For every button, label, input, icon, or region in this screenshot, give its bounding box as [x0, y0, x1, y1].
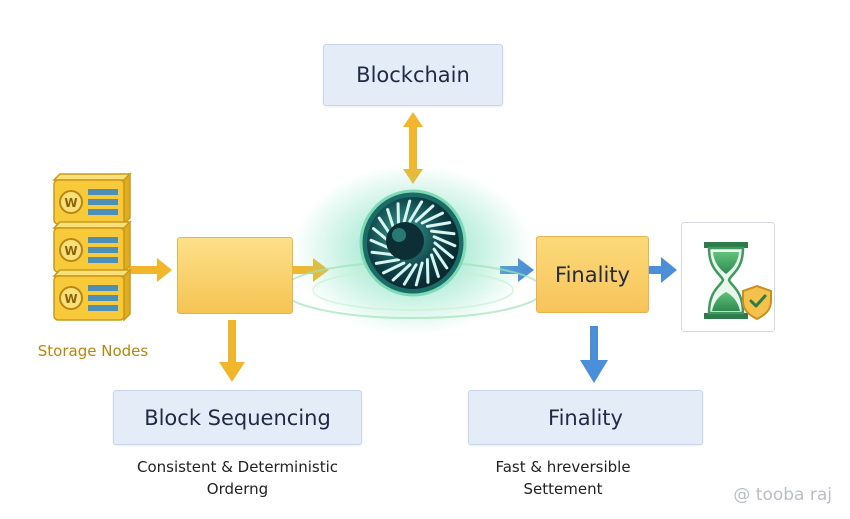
core-spoke	[414, 261, 424, 287]
watermark: @ tooba raj	[733, 485, 832, 505]
svg-text:W: W	[64, 244, 77, 258]
finality-panel-box: Finality	[468, 390, 703, 445]
core-spoke	[425, 258, 430, 284]
core-spoke	[370, 250, 396, 257]
hourglass-shield-icon	[704, 242, 772, 321]
core-spoke	[374, 258, 401, 265]
block-sequencing-box: Block Sequencing	[113, 390, 362, 445]
core-spoke	[430, 229, 456, 236]
server-unit: W	[52, 220, 132, 274]
block-sequencing-title: Block Sequencing	[144, 405, 331, 430]
finality-panel-line2: Settement	[523, 480, 603, 498]
core-spoke	[420, 211, 444, 225]
core-spoke	[391, 263, 412, 282]
hourglass-card	[681, 222, 775, 332]
arrow-storage-to-cubes	[129, 258, 172, 282]
block-sequencing-line2: Orderng	[206, 480, 269, 498]
core-spoke	[396, 202, 401, 228]
core-spoke	[414, 204, 435, 223]
core-spoke	[402, 199, 412, 225]
svg-text:W: W	[64, 292, 77, 306]
server-stack-icon: W W W	[52, 172, 132, 322]
arrow-cubes-to-block-sequencing	[219, 320, 245, 382]
core-spoke	[430, 253, 440, 278]
server-unit: W	[52, 268, 132, 322]
finality-box: Finality	[536, 236, 649, 313]
arrow-finality-down	[580, 326, 608, 383]
arrow-finality-to-hourglass	[649, 257, 677, 283]
blockchain-label: Blockchain	[356, 63, 470, 87]
storage-nodes-label: Storage Nodes	[37, 342, 149, 360]
server-unit: W	[52, 172, 132, 226]
core-spoke	[382, 261, 406, 275]
block-cubes-box	[177, 237, 293, 314]
core-spoke	[408, 200, 424, 223]
svg-text:W: W	[64, 196, 77, 210]
finality-box-label: Finality	[555, 262, 630, 287]
blockchain-core-icon	[359, 189, 467, 297]
finality-panel-title: Finality	[548, 405, 623, 430]
core-spoke	[432, 247, 449, 270]
core-spoke	[433, 241, 454, 259]
blockchain-box: Blockchain	[323, 44, 503, 106]
core-spoke	[402, 263, 418, 286]
finality-panel-line1: Fast & hreversible	[495, 458, 631, 476]
block-sequencing-line1: Consistent & Deterministic	[136, 458, 339, 476]
core-spoke	[432, 235, 457, 248]
core-spoke	[425, 221, 452, 228]
